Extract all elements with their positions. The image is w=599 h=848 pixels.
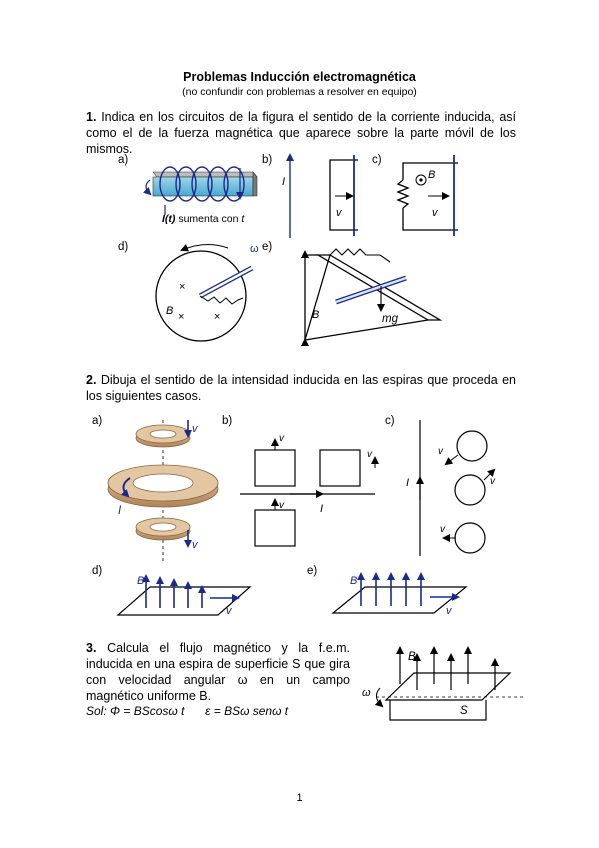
problem-3-solution: Sol: Φ = BScosω t ε = BSω senω t	[86, 704, 288, 718]
page-number: 1	[296, 792, 303, 804]
fig2e-velocity-label: v	[446, 605, 453, 617]
fig1c-circuit	[396, 155, 458, 236]
fig2e-plane	[331, 572, 468, 614]
page-title: Problemas Inducción electromagnética	[183, 70, 416, 84]
fig2b-velocity-2: v	[367, 449, 373, 460]
problem-1-number: 1.	[86, 110, 97, 124]
fig2a-rings	[107, 420, 219, 562]
fig1-label-a: a)	[118, 154, 128, 166]
fig1a-caption: I(t) sumenta con t	[162, 213, 245, 225]
problem-3-statement: 3. Calcula el flujo magnético y la f.e.m…	[86, 640, 350, 704]
fig2b-loops	[240, 438, 379, 547]
fig2-label-c: c)	[385, 415, 395, 427]
problem-3-text: Calcula el flujo magnético y la f.e.m. i…	[86, 641, 350, 703]
fig3-surface-label: S	[460, 705, 468, 717]
fig2d-field-label: B	[137, 575, 144, 587]
fig3-field-label: B	[408, 651, 416, 663]
fig2b-current-label: I	[320, 503, 323, 515]
problem-1-statement: 1. Indica en los circuitos de la figura …	[86, 109, 516, 157]
fig1-label-e: e)	[262, 241, 272, 253]
fig2a-velocity-bottom: v	[192, 539, 199, 551]
problem-2-number: 2.	[86, 373, 97, 387]
solution-flux: : Φ = BScosω t	[103, 704, 185, 718]
fig2e-field-label: B	[350, 575, 357, 587]
fig3-rotating-loop	[374, 646, 525, 721]
problem-2-text: Dibuja el sentido de la intensidad induc…	[86, 373, 516, 403]
problem-1-text: Indica en los circuitos de la figura el …	[86, 110, 516, 156]
problem-3-number: 3.	[86, 641, 97, 655]
fig1d-cross-2: ×	[178, 311, 184, 323]
fig2-label-d: d)	[92, 565, 102, 577]
fig3-omega-label: ω	[362, 687, 371, 699]
solution-label: Sol	[86, 704, 104, 718]
fig2c-velocity-1: v	[438, 446, 444, 457]
fig1b-current-label: I	[282, 176, 285, 188]
fig1e-inclined-rails	[301, 248, 443, 346]
fig2c-velocity-2: v	[490, 476, 496, 487]
fig1a-solenoid	[142, 166, 258, 215]
fig2-label-e: e)	[307, 565, 317, 577]
fig2-label-a: a)	[92, 415, 102, 427]
fig1-label-d: d)	[118, 241, 128, 253]
fig1d-field-label: B	[166, 305, 173, 317]
fig2c-current-label: I	[406, 477, 409, 489]
fig1b-velocity-label: v	[336, 207, 343, 219]
page-subtitle: (no confundir con problemas a resolver e…	[182, 86, 417, 98]
fig1d-cross-1: ×	[179, 281, 185, 293]
problem-2-statement: 2. Dibuja el sentido de la intensidad in…	[86, 372, 516, 404]
fig1c-velocity-label: v	[432, 207, 439, 219]
fig1-label-c: c)	[372, 154, 382, 166]
solution-emf: ε = BSω senω t	[205, 704, 289, 718]
fig1-label-b: b)	[262, 154, 272, 166]
fig2a-current-label: I	[118, 505, 122, 517]
fig2d-plane	[116, 574, 252, 616]
fig1e-weight-label: mg	[382, 313, 399, 325]
fig2-label-b: b)	[222, 415, 232, 427]
fig1d-cross-3: ×	[214, 311, 220, 323]
fig1b-circuit	[286, 153, 358, 238]
fig2c-loops	[416, 420, 496, 556]
fig1d-rotating-rod: × × ×	[155, 244, 254, 342]
fig2c-velocity-3: v	[440, 524, 446, 535]
fig2d-velocity-label: v	[226, 605, 233, 617]
fig1c-field-label: B	[428, 169, 435, 181]
fig2b-velocity-3: v	[279, 500, 285, 511]
fig2b-velocity-1: v	[279, 433, 285, 444]
fig1d-omega-label: ω	[250, 243, 259, 255]
fig1e-field-label: B	[312, 309, 319, 321]
fig2a-velocity-top: v	[192, 423, 199, 435]
